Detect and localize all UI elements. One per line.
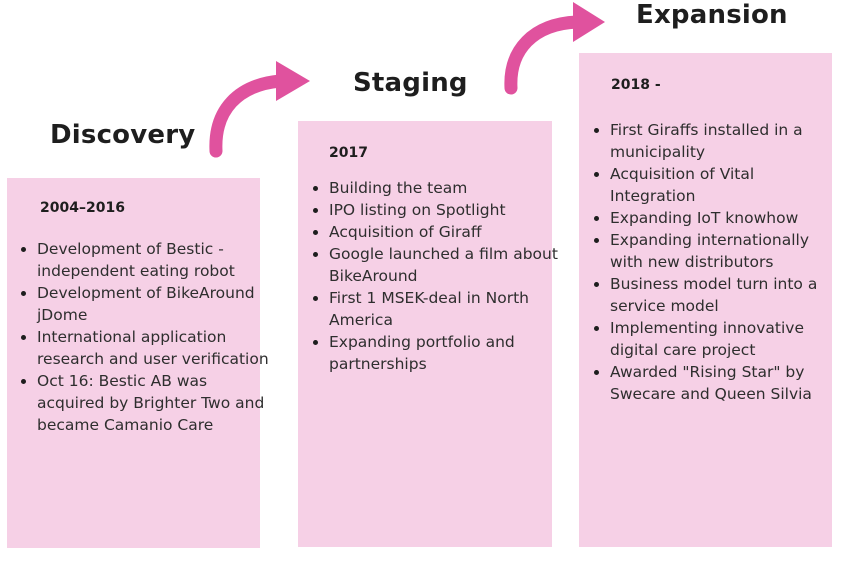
panel-staging: 2017 Building the team IPO listing on Sp… (298, 121, 558, 547)
list-item: Building the team (313, 177, 561, 199)
panel-year-staging: 2017 (329, 145, 368, 161)
panel-year-discovery: 2004–2016 (40, 200, 125, 216)
list-item: Acquisition of Giraff (313, 221, 561, 243)
list-item: Awarded "Rising Star" by Swecare and Que… (594, 361, 844, 405)
list-item: Acquisition of Vital Integration (594, 163, 844, 207)
list-item: IPO listing on Spotlight (313, 199, 561, 221)
list-item: Implementing innovative digital care pro… (594, 317, 844, 361)
stage-title-expansion: Expansion (636, 0, 788, 30)
milestone-list-expansion: First Giraffs installed in a municipalit… (590, 119, 844, 405)
arrow-staging-to-expansion-icon (504, 2, 605, 95)
milestone-list-staging: Building the team IPO listing on Spotlig… (309, 177, 561, 375)
list-item: Expanding IoT knowhow (594, 207, 844, 229)
list-item: Google launched a film about BikeAround (313, 243, 561, 287)
list-item: Oct 16: Bestic AB was acquired by Bright… (21, 370, 269, 436)
list-item: Expanding portfolio and partnerships (313, 331, 561, 375)
panel-discovery: 2004–2016 Development of Bestic - indepe… (7, 178, 269, 548)
list-item: Expanding internationally with new distr… (594, 229, 844, 273)
stage-title-discovery: Discovery (50, 120, 196, 150)
list-item: First Giraffs installed in a municipalit… (594, 119, 844, 163)
stage-title-staging: Staging (353, 68, 468, 98)
list-item: Development of Bestic - independent eati… (21, 238, 269, 282)
list-item: International application research and u… (21, 328, 269, 368)
milestone-list-discovery: Development of Bestic - independent eati… (17, 238, 269, 436)
panel-year-expansion: 2018 - (611, 77, 661, 93)
list-item: Business model turn into a service model (594, 273, 844, 317)
list-item: Development of BikeAround jDome (21, 282, 269, 326)
list-item: First 1 MSEK-deal in North America (313, 287, 561, 331)
panel-expansion: 2018 - First Giraffs installed in a muni… (579, 53, 832, 547)
arrow-discovery-to-staging-icon (209, 61, 310, 158)
